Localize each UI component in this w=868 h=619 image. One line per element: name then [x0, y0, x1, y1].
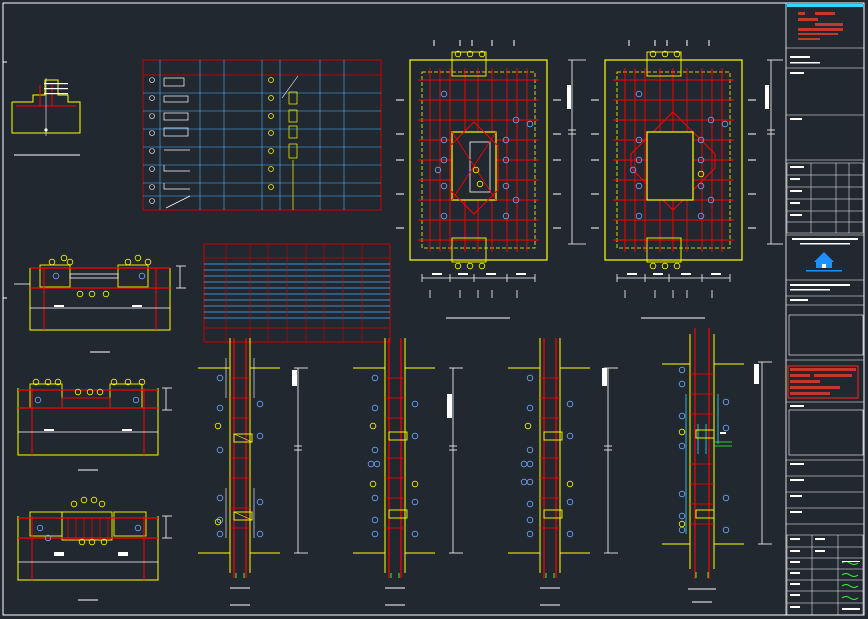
signature-marks	[841, 561, 859, 600]
detail-corbel	[11, 78, 81, 156]
wall-section-2	[353, 338, 463, 606]
title-block-header-stamp	[798, 12, 843, 40]
wall-section-4	[662, 328, 772, 603]
beam-section-3	[17, 496, 172, 601]
plan-view-with-opening	[396, 40, 586, 319]
registration-stamp	[787, 365, 859, 399]
title-block	[785, 2, 865, 616]
beam-section-1	[14, 254, 186, 353]
signature-grid	[786, 534, 864, 616]
beam-section-2	[17, 378, 172, 471]
rebar-schedule-table	[142, 59, 382, 211]
revision-grid	[786, 162, 864, 234]
wall-section-1	[198, 338, 308, 606]
wall-section-3	[508, 338, 618, 606]
company-house-icon	[806, 252, 842, 272]
title-block-cyan-bar	[787, 4, 863, 7]
plan-view-with-void	[591, 40, 783, 319]
material-schedule-table	[203, 243, 391, 343]
